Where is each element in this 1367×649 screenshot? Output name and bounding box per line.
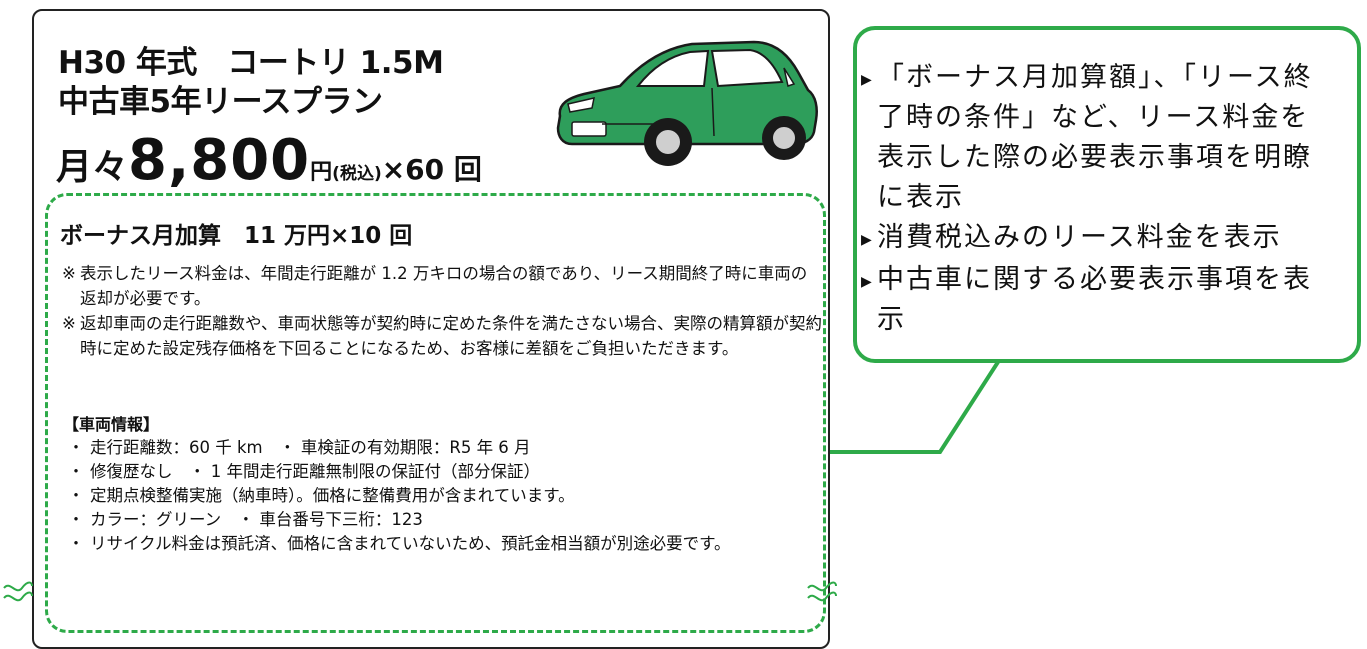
detail-box [45,193,826,633]
price-tax: (税込) [332,164,382,184]
spec-text: リサイクル料金は預託済、価格に含まれていないため、預託金相当額が別途必要です。 [90,534,731,553]
callout-item: ▶「ボーナス月加算額」、「リース終了時の条件」など、リース料金を表示した際の必要… [861,58,1331,218]
notes: ※ 表示したリース料金は、年間走行距離が 1.2 万キロの場合の額であり、リース… [62,261,822,361]
callout-text: 中古車に関する必要表示事項を表示 [877,264,1312,335]
triangle-icon: ▶ [861,72,874,88]
spec-text: 修復歴なし ・ 1 年間走行距離無制限の保証付（部分保証） [90,462,540,481]
ad-title: H30 年式 コートリ 1.5M 中古車5年リースプラン [58,44,444,122]
spec-item: ・修復歴なし ・ 1 年間走行距離無制限の保証付（部分保証） [62,460,822,484]
car-rear-wheel [771,125,797,151]
bullet-icon: ・ [67,438,85,457]
callout-box [853,26,1361,363]
bullet-icon: ・ [67,510,85,529]
spec-heading: 【車両情報】 [63,415,160,434]
spec-text: カラー：グリーン ・ 車台番号下三桁：123 [90,510,423,529]
bullet-icon: ・ [67,534,85,553]
triangle-icon: ▶ [861,232,874,248]
car-headlight [567,97,595,113]
spec-list: ・走行距離数：60 千 km ・ 車検証の有効期限：R5 年 6 月 ・修復歴な… [62,436,822,556]
bonus-text: ボーナス月加算 11 万円×10 回 [60,223,413,249]
note-mark: ※ [62,314,76,333]
note-mark: ※ [62,264,76,283]
car-window-quarter [783,67,796,87]
callout-text: 「ボーナス月加算額」、「リース終了時の条件」など、リース料金を表示した際の必要表… [877,62,1313,213]
price-prefix: 月々 [56,147,129,188]
note-text: 返却車両の走行距離数や、車両状態等が契約時に定めた条件を満たさない場合、実際の精… [80,314,823,358]
note-text: 表示したリース料金は、年間走行距離が 1.2 万キロの場合の額であり、リース期間… [80,264,808,308]
car-window-rear [710,48,784,88]
price: 月々8,800円(税込)×60 回 [56,128,482,193]
note-item: ※ 表示したリース料金は、年間走行距離が 1.2 万キロの場合の額であり、リース… [62,261,822,311]
car-front-wheel [654,128,682,156]
spec-text: 走行距離数：60 千 km ・ 車検証の有効期限：R5 年 6 月 [90,438,531,457]
ad-title-line1: H30 年式 コートリ 1.5M [58,45,444,81]
price-times: ×60 回 [381,153,482,186]
car-illustration [556,40,818,166]
spec-item: ・リサイクル料金は預託済、価格に含まれていないため、預託金相当額が別途必要です。 [62,532,822,556]
triangle-icon: ▶ [861,274,874,290]
car-window-front [635,49,710,87]
price-amount: 8,800 [128,128,311,193]
car-body-lines [602,87,715,137]
spec-item: ・定期点検整備実施（納車時）。価格に整備費用が含まれています。 [62,484,822,508]
spec-item: ・走行距離数：60 千 km ・ 車検証の有効期限：R5 年 6 月 [62,436,822,460]
callout-text: 消費税込みのリース料金を表示 [877,222,1282,253]
spec-text: 定期点検整備実施（納車時）。価格に整備費用が含まれています。 [90,486,575,505]
car-license-plate [571,121,607,137]
callout-list: ▶「ボーナス月加算額」、「リース終了時の条件」など、リース料金を表示した際の必要… [861,58,1331,340]
ad-title-line2: 中古車5年リースプラン [58,84,383,120]
bullet-icon: ・ [67,462,85,481]
note-item: ※ 返却車両の走行距離数や、車両状態等が契約時に定めた条件を満たさない場合、実際… [62,311,822,361]
spec-item: ・カラー：グリーン ・ 車台番号下三桁：123 [62,508,822,532]
cut-mark-icon [807,581,837,602]
callout-item: ▶中古車に関する必要表示事項を表示 [861,260,1331,340]
bullet-icon: ・ [67,486,85,505]
price-unit: 円 [310,160,333,185]
cut-mark-icon [3,581,33,602]
callout-item: ▶消費税込みのリース料金を表示 [861,218,1331,260]
